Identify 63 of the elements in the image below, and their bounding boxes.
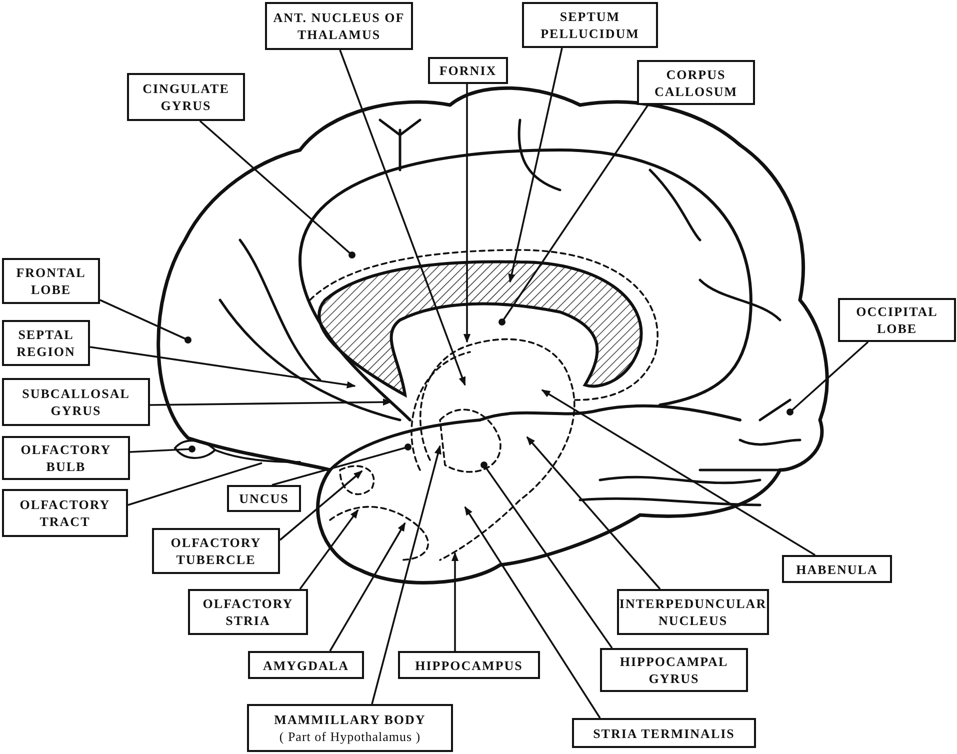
part-label: AMYGDALA	[263, 656, 349, 674]
leader-line	[464, 506, 601, 718]
leader-line	[128, 462, 262, 506]
part-label: CINGULATE GYRUS	[142, 80, 230, 114]
label-box	[637, 60, 755, 105]
label-box	[572, 718, 756, 748]
part-label: STRIA TERMINALIS	[593, 724, 735, 742]
label-box	[127, 73, 245, 121]
part-label: OLFACTORY TRACT	[18, 496, 112, 530]
label-box	[522, 2, 658, 48]
leader-line	[451, 552, 459, 651]
part-label: HIPPOCAMPAL GYRUS	[618, 653, 730, 687]
label-box	[2, 489, 128, 537]
leader-line	[130, 446, 196, 453]
leader-line	[541, 389, 816, 556]
leader-line	[480, 462, 613, 649]
label-box	[188, 589, 308, 635]
part-label: UNCUS	[239, 490, 289, 507]
label-box	[2, 378, 150, 426]
part-label: SEPTUM PELLUCIDUM	[540, 8, 640, 42]
leader-line	[329, 522, 406, 652]
part-label: OLFACTORY BULB	[20, 441, 112, 475]
part-label: INTERPEDUNCULAR NUCLEUS	[619, 595, 767, 629]
part-label: OLFACTORY STRIA	[202, 595, 294, 629]
part-label: MAMMILLARY BODY	[274, 711, 426, 728]
label-box	[247, 704, 453, 752]
label-box	[265, 2, 413, 50]
leader-line	[498, 104, 649, 326]
label-box	[248, 651, 364, 679]
label-box	[2, 436, 130, 480]
label-box	[152, 528, 280, 574]
part-label: OLFACTORY TUBERCLE	[170, 534, 262, 568]
label-box	[782, 555, 892, 583]
leader-line	[199, 120, 356, 258]
part-label: FORNIX	[439, 62, 497, 79]
leader-line	[90, 346, 356, 388]
part-label: SEPTAL REGION	[16, 326, 76, 360]
part-label: ANT. NUCLEUS OF THALAMUS	[272, 9, 406, 43]
leader-line	[526, 436, 661, 590]
label-box	[838, 298, 956, 342]
part-label: HABENULA	[796, 560, 878, 578]
leader-line	[786, 341, 869, 416]
label-box	[600, 648, 748, 692]
leader-line	[508, 48, 563, 283]
leader-line	[100, 299, 192, 344]
label-box	[2, 258, 100, 304]
leader-line	[150, 398, 392, 406]
part-label: HIPPOCAMPUS	[415, 656, 523, 674]
label-box	[227, 485, 301, 512]
leader-line	[299, 509, 359, 590]
label-box	[428, 57, 508, 84]
leader-line	[272, 444, 412, 486]
label-box	[2, 320, 90, 366]
label-box	[617, 589, 769, 635]
part-label: OCCIPITAL LOBE	[855, 303, 939, 337]
part-label: SUBCALLOSAL GYRUS	[21, 385, 131, 419]
label-box	[398, 651, 540, 679]
leader-line	[279, 470, 363, 541]
part-label: ( Part of Hypothalamus )	[279, 728, 421, 745]
part-label: CORPUS CALLOSUM	[653, 66, 739, 100]
leader-line	[339, 50, 466, 386]
part-label: FRONTAL LOBE	[15, 264, 87, 298]
leader-line	[371, 445, 442, 704]
